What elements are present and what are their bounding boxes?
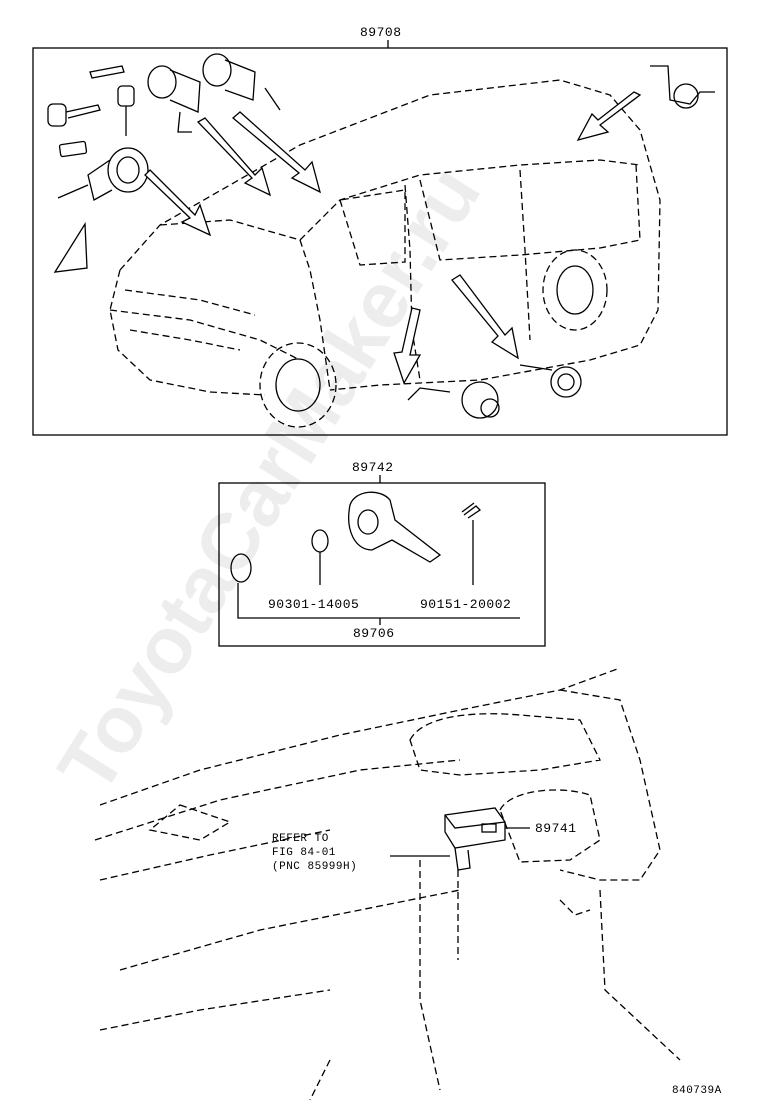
reference-note-line2: FIG 84-01 [272,847,336,859]
figure-code: 840739A [672,1085,722,1097]
slide-door-lock-cylinder-icon [407,381,500,419]
van-front-wheel [259,342,337,428]
reference-note-line1: REFER TO [272,833,329,845]
back-door-lock-cylinder-icon [650,65,715,109]
key-plate-icon [58,140,88,158]
screw-icon [461,502,482,519]
triangle-sticker-icon [53,221,88,273]
part-label-89742: 89742 [352,460,394,475]
van-rear-wheel [542,249,608,331]
dashboard-illustration [94,667,681,1101]
reference-note-line3: (PNC 85999H) [272,861,358,873]
door-lock-cylinder-front-left-icon [147,65,201,133]
part-label-90151-20002: 90151-20002 [420,597,512,612]
part-label-89708: 89708 [360,25,402,40]
ignition-cylinder-icon [57,147,149,201]
part-label-90301-14005: 90301-14005 [268,597,360,612]
control-module-icon [444,807,506,960]
part-label-89741: 89741 [535,821,577,836]
transponder-key-icon [348,491,442,563]
key-cover-icon [311,529,329,553]
master-key-icon [47,103,101,127]
part-label-89706: 89706 [353,626,395,641]
battery-icon [230,553,252,583]
sub-key-icon [89,65,135,136]
top-panel-frame [32,47,728,436]
pointer-arrows [144,91,642,385]
door-lock-cylinder-front-right-icon [202,53,281,111]
van-illustration [109,79,661,396]
key-panel-frame [218,482,546,647]
side-lock-cylinder-icon [519,364,582,398]
